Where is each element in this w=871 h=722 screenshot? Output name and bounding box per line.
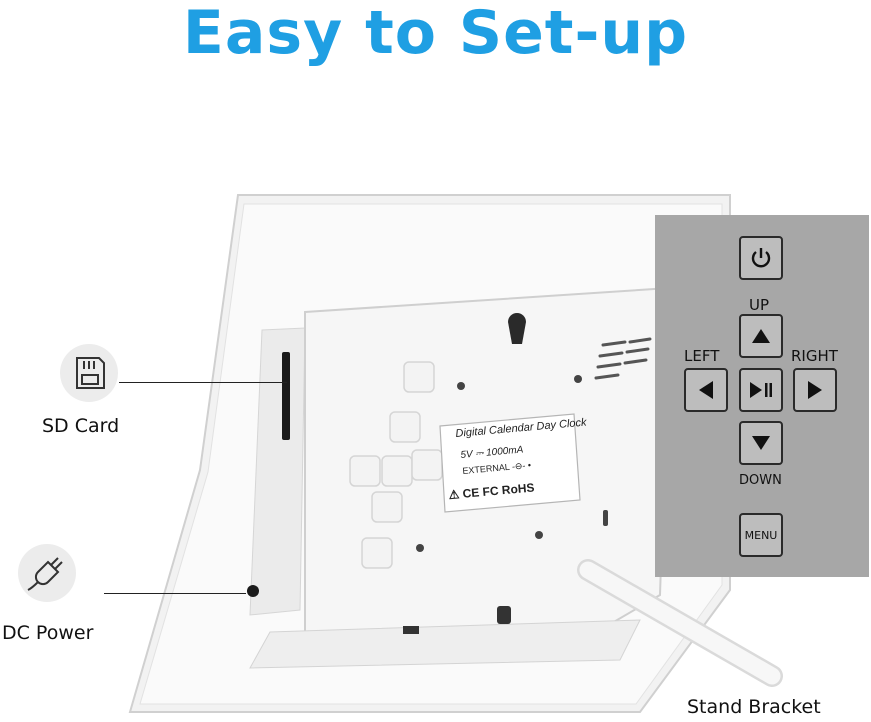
- sd-card-leader-line: [119, 382, 287, 383]
- stand-bracket-label: Stand Bracket: [687, 696, 821, 718]
- down-label: DOWN: [739, 473, 782, 488]
- dc-power-label: DC Power: [2, 622, 94, 644]
- play-pause-icon: [750, 382, 772, 398]
- dc-power-icon-badge: [18, 544, 76, 602]
- plug-icon: [27, 557, 63, 591]
- dc-power-leader-line: [104, 593, 246, 594]
- sd-card-icon-badge: [60, 344, 118, 402]
- up-arrow-icon: [752, 329, 770, 343]
- menu-button[interactable]: MENU: [739, 513, 783, 557]
- left-button[interactable]: [684, 368, 728, 412]
- up-button[interactable]: [739, 314, 783, 358]
- down-button[interactable]: [739, 421, 783, 465]
- menu-button-label: MENU: [744, 528, 778, 542]
- power-button[interactable]: [739, 236, 783, 280]
- play-pause-button[interactable]: [739, 368, 783, 412]
- sd-card-label: SD Card: [42, 415, 120, 437]
- right-button[interactable]: [793, 368, 837, 412]
- down-arrow-icon: [752, 436, 770, 450]
- sd-card-icon: [76, 357, 105, 389]
- right-label: RIGHT: [791, 347, 838, 365]
- power-icon: [751, 248, 771, 268]
- right-arrow-icon: [808, 381, 822, 399]
- left-label: LEFT: [684, 347, 720, 365]
- control-panel: UP LEFT RIGHT DOWN MENU: [655, 215, 869, 577]
- up-label: UP: [749, 296, 770, 314]
- left-arrow-icon: [699, 381, 713, 399]
- page-headline: Easy to Set-up: [182, 0, 689, 68]
